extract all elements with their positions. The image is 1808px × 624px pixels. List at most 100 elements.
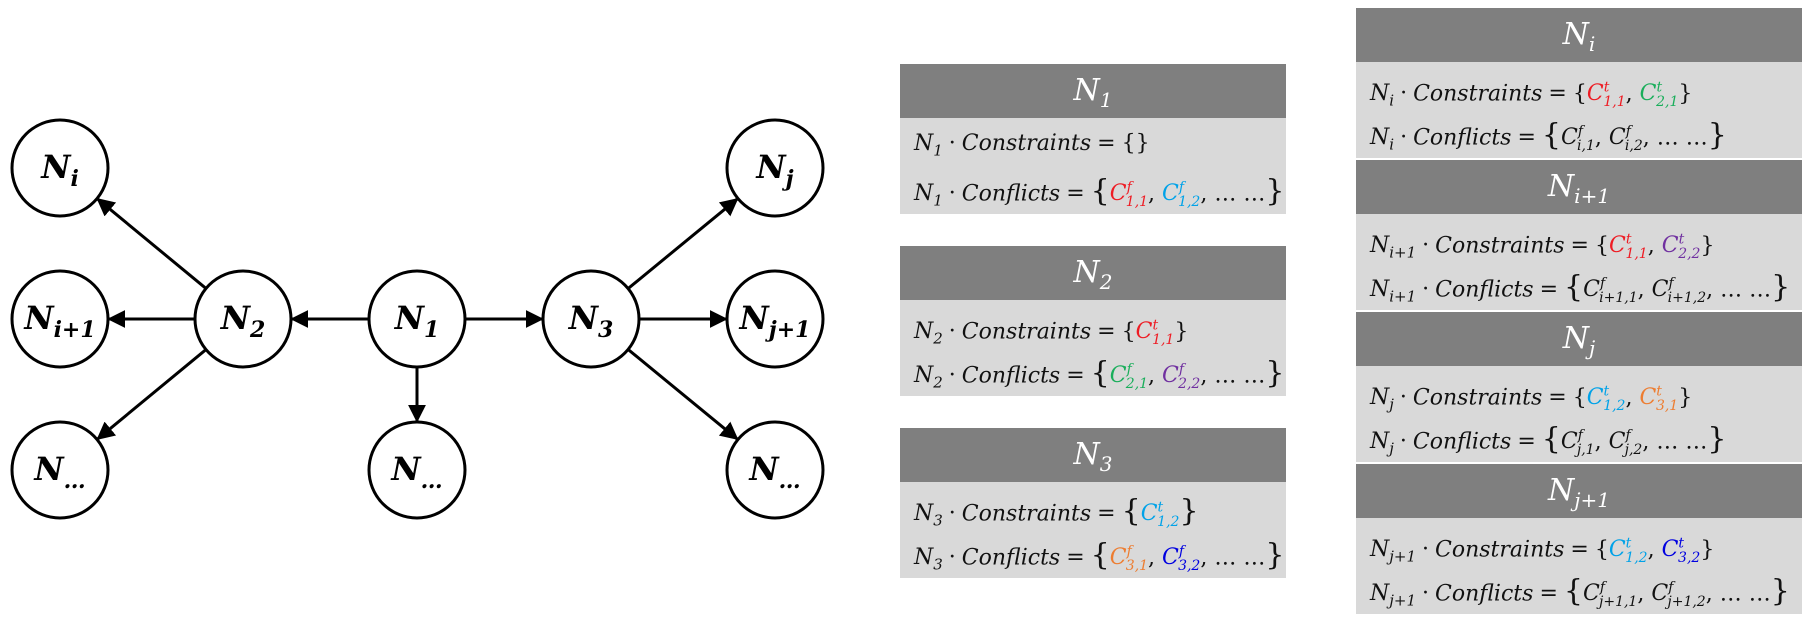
node-label-base: N <box>394 299 426 337</box>
set-term-sup: f <box>1577 124 1584 140</box>
brace-close: } <box>1771 269 1791 305</box>
set-term-sup: f <box>1625 124 1631 140</box>
brace-close: } <box>1174 319 1189 345</box>
brace-close: } <box>1179 493 1199 529</box>
conflicts-label: Conflicts <box>1412 429 1512 455</box>
set-term-sup: t <box>1603 80 1610 96</box>
equals-sign: = <box>1548 385 1567 411</box>
panel-title-sub: 2 <box>1099 270 1113 294</box>
node-N2: N2 <box>193 269 293 369</box>
panel-title-base: N <box>1548 473 1575 508</box>
comma: , <box>1200 545 1215 571</box>
panel-title: Ni+1 <box>1356 160 1802 214</box>
panel-title-sub: i <box>1588 32 1596 56</box>
panel-title-base: N <box>1073 255 1100 290</box>
constraints-row: N2·Constraints={Ct1,1} <box>914 304 1272 348</box>
row-subject-sub: 3 <box>933 511 943 530</box>
brace-close: } <box>1707 421 1727 457</box>
row-subject-sub: 2 <box>933 373 943 392</box>
set-term-base: C <box>1162 363 1179 389</box>
set-term-sub: 2,1 <box>1656 93 1679 110</box>
constraints-label: Constraints <box>961 319 1092 345</box>
node-label-base: N <box>40 148 72 186</box>
node-label: N… <box>390 450 442 494</box>
brace-open: { <box>1572 81 1587 107</box>
set-term-base: C <box>1608 429 1626 455</box>
node-label-base: N <box>33 450 65 488</box>
conflicts-row: Ni·Conflicts={Cfi,1, Cfi,2, … …} <box>1370 110 1788 154</box>
node-label: Nj <box>755 148 793 192</box>
node-label-sub: … <box>64 468 86 494</box>
set-term-sup: f <box>1668 580 1674 596</box>
node-label-base: N <box>568 299 600 337</box>
node-label: Ni+1 <box>23 299 95 343</box>
set-term: Ct2,1 <box>1640 80 1679 110</box>
equals-sign: = <box>1097 131 1116 156</box>
row-subject: Nj+1 <box>1370 581 1416 609</box>
brace-open: { <box>1564 269 1584 305</box>
comma: , <box>1594 429 1609 455</box>
set-term-sup: f <box>1577 428 1583 444</box>
set-term: Cf3,2 <box>1162 544 1200 574</box>
edge-N2-to-Ni <box>96 198 207 290</box>
brace-open: { <box>1121 131 1136 156</box>
set-term-base: C <box>1162 181 1179 207</box>
node-label: N3 <box>568 299 614 343</box>
set-term-base: C <box>1639 385 1657 411</box>
node-label-sub: i <box>70 166 78 192</box>
conflicts-row: Nj+1·Conflicts={Cfj+1,1, Cfj+1,2, … …} <box>1370 566 1790 610</box>
constraints-row: N1·Constraints={} <box>914 122 1272 166</box>
node-label: N… <box>33 450 85 494</box>
set-term-sup: t <box>1678 536 1685 552</box>
set-term-base: C <box>1651 581 1669 607</box>
set-term-sup: f <box>1126 180 1132 196</box>
node-circle <box>10 420 110 520</box>
ellipsis: … … <box>1214 181 1266 207</box>
set-term-sub: i+1,1 <box>1599 289 1638 306</box>
panel-title-sub: 3 <box>1099 452 1113 476</box>
panel-title: Nj+1 <box>1356 464 1802 518</box>
panel-title: N3 <box>900 428 1286 482</box>
constraints-row: N3·Constraints={Ct1,2} <box>914 486 1272 530</box>
panel-title-sub: i+1 <box>1574 184 1611 208</box>
set-term: Cf3,1 <box>1110 544 1148 574</box>
set-term-sub: 1,1 <box>1152 331 1175 348</box>
dot-operator: · <box>1422 537 1430 563</box>
panel-body: Ni+1·Constraints={Ct1,1, Ct2,2}Ni+1·Conf… <box>1356 214 1802 310</box>
row-subject-base: N <box>1370 581 1390 607</box>
node-Nj: Nj <box>725 118 825 218</box>
set-term-sub: i,1 <box>1577 137 1595 154</box>
conflicts-label: Conflicts <box>1413 125 1512 151</box>
equals-sign: = <box>1066 363 1085 389</box>
set-term-base: C <box>1661 537 1679 563</box>
conflicts-row: N2·Conflicts={Cf2,1, Cf2,2, … …} <box>914 348 1284 392</box>
set-term: Cf1,1 <box>1110 180 1148 210</box>
ellipsis: … … <box>1656 125 1708 151</box>
set-term-base: C <box>1135 319 1153 345</box>
set-term: Ct1,2 <box>1609 536 1648 566</box>
set-term-sub: 1,1 <box>1625 245 1648 262</box>
node-circle <box>10 118 110 218</box>
set-term-sup: f <box>1178 180 1185 196</box>
brace-close: } <box>1135 131 1150 156</box>
row-subject-sub: j+1 <box>1389 591 1417 610</box>
row-subject-sub: i+1 <box>1389 243 1417 262</box>
set-term: Ct3,1 <box>1639 384 1678 414</box>
panel-title-base: N <box>1562 17 1589 52</box>
set-term-base: C <box>1586 81 1604 107</box>
panel-title: Nj <box>1356 312 1802 366</box>
equals-sign: = <box>1548 81 1567 107</box>
ellipsis: … … <box>1719 581 1771 607</box>
set-term-sub: 2,2 <box>1678 245 1701 262</box>
equals-sign: = <box>1066 545 1085 571</box>
row-subject-sub: 1 <box>933 141 943 160</box>
row-subject-sub: 1 <box>933 191 943 210</box>
dot-operator: · <box>948 363 956 389</box>
set-term-sup: t <box>1656 384 1662 400</box>
constraints-row: Ni+1·Constraints={Ct1,1, Ct2,2} <box>1370 218 1788 262</box>
set-term: Cf2,2 <box>1162 362 1200 392</box>
comma: , <box>1200 363 1215 389</box>
conflicts-label: Conflicts <box>1435 277 1534 303</box>
set-term-sup: t <box>1678 232 1685 248</box>
